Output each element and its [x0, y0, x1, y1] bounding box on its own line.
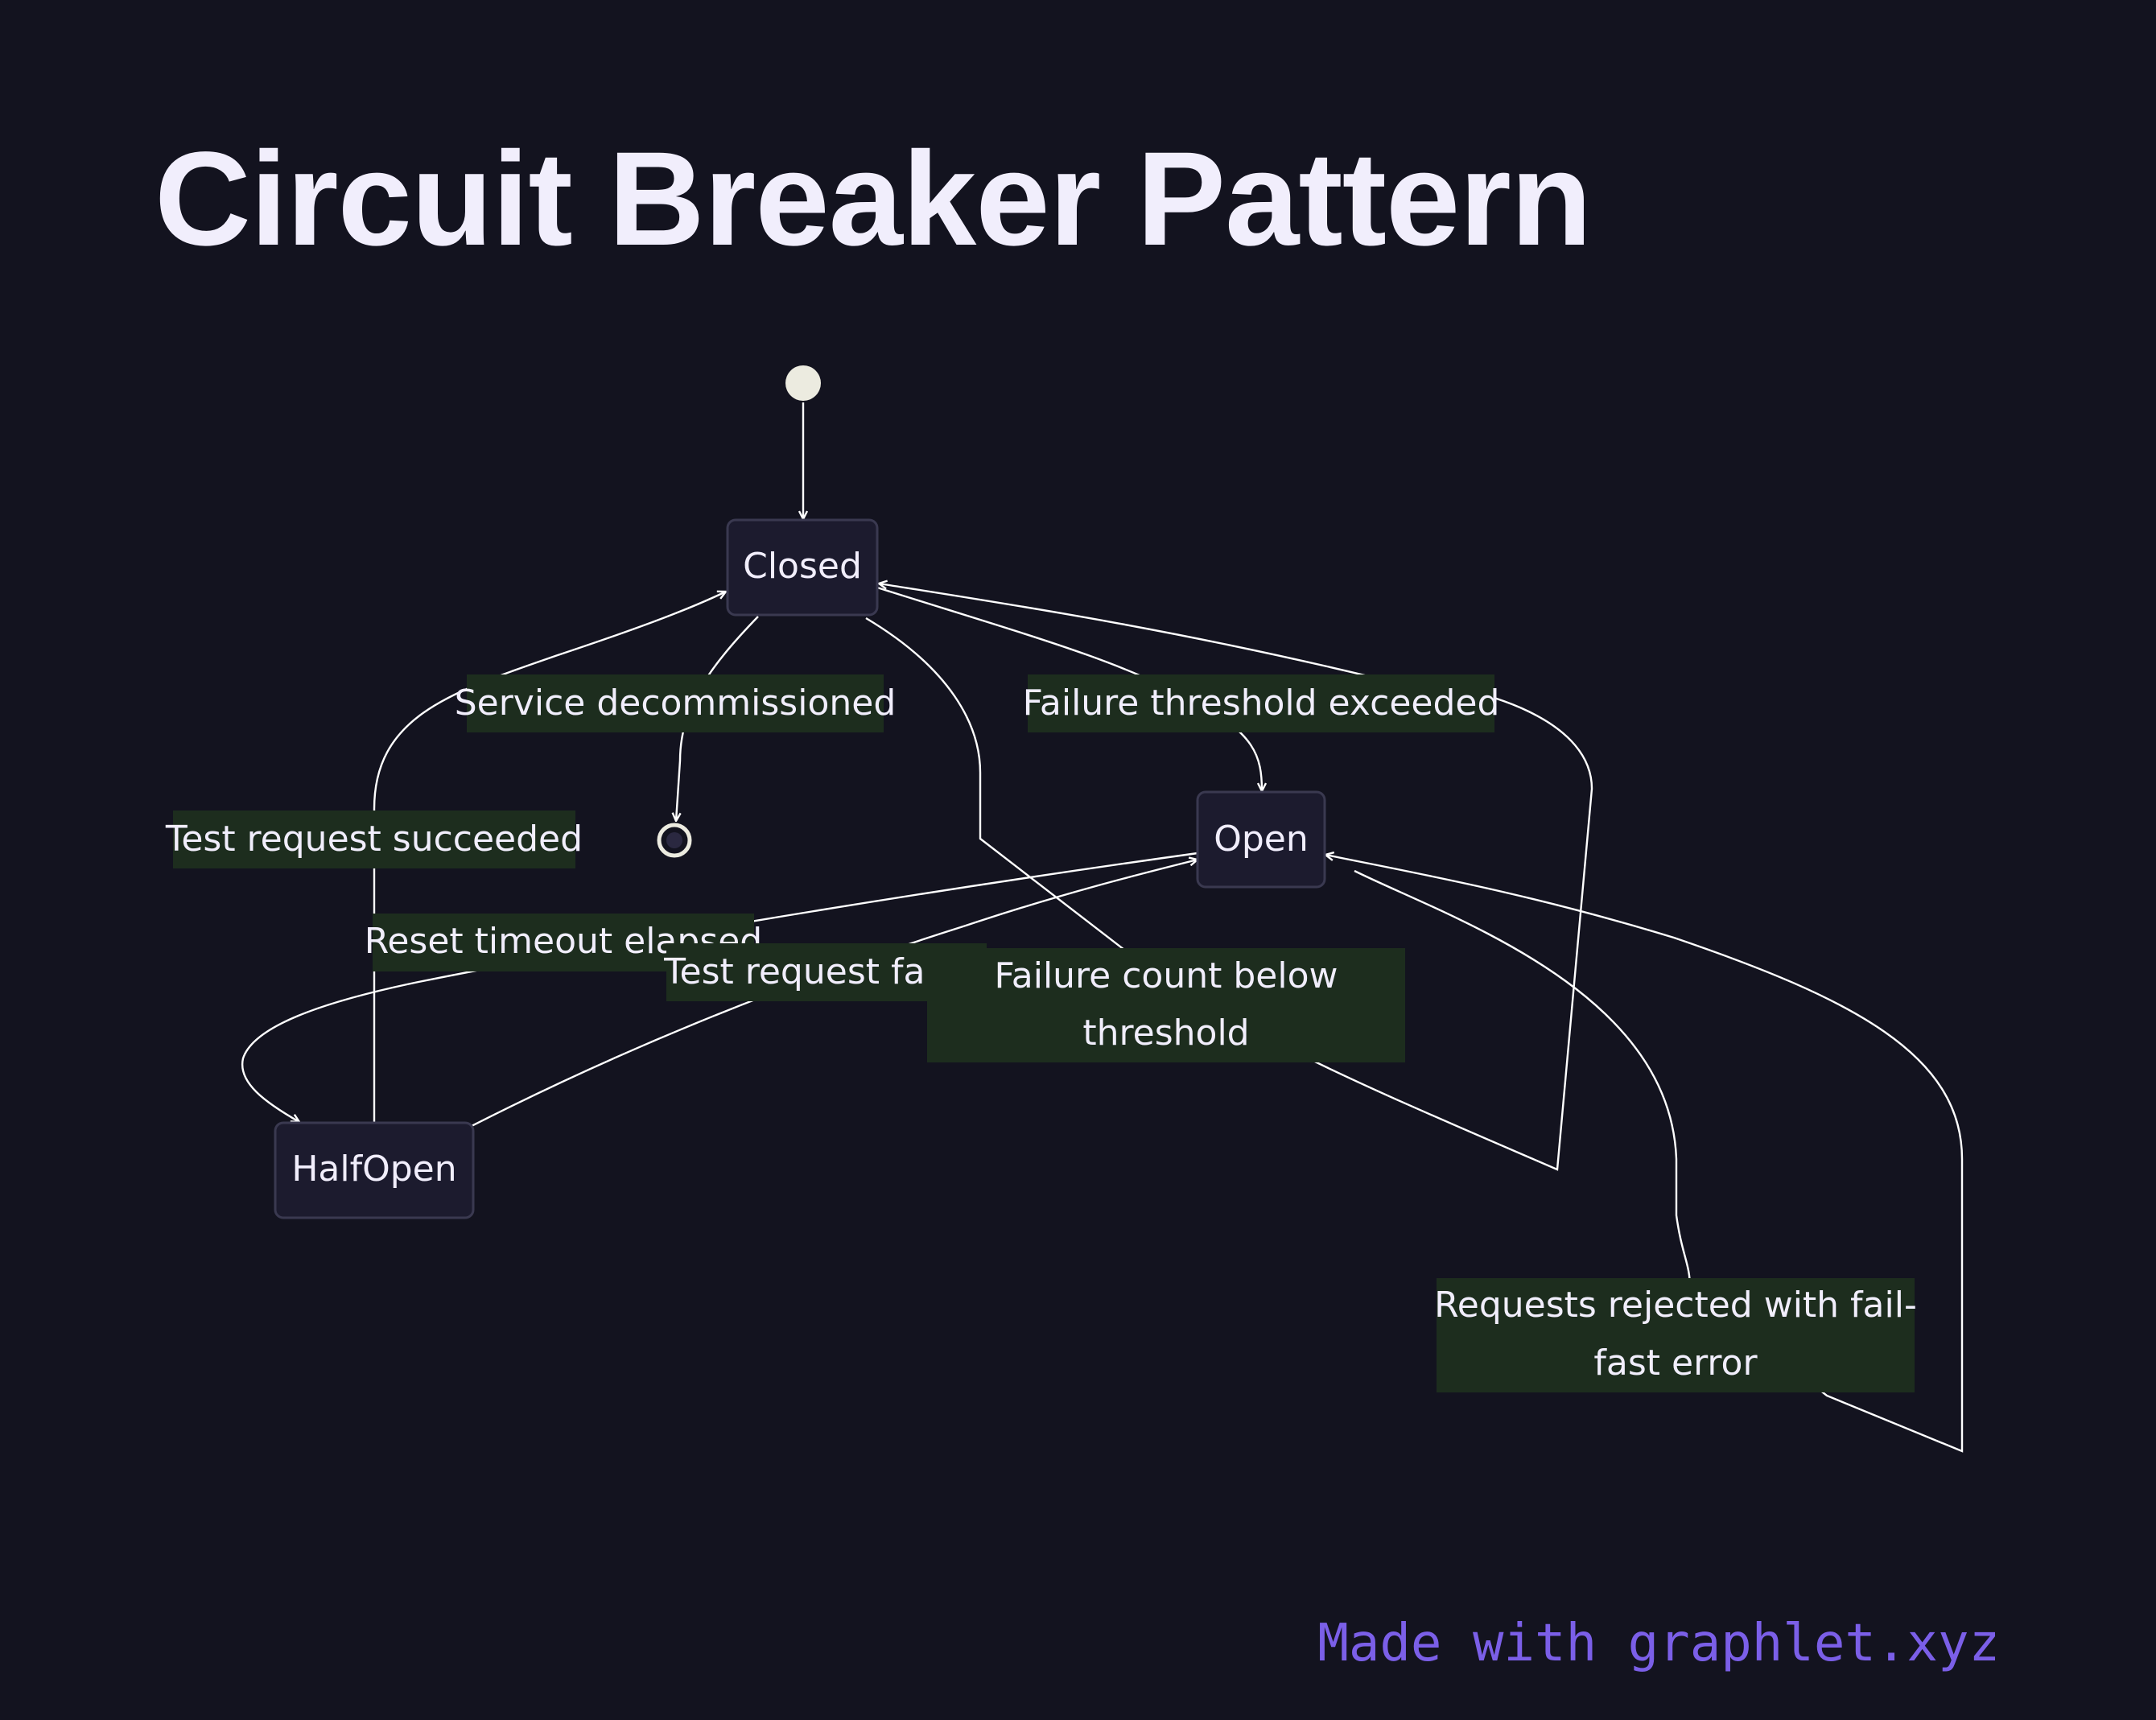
state-open[interactable]: Open — [1196, 790, 1326, 889]
svg-text:threshold: threshold — [1082, 1013, 1249, 1054]
diagram-title: Circuit Breaker Pattern — [155, 125, 1592, 274]
edge-open-self-loop — [1325, 855, 1964, 1453]
svg-text:Test request succeeded: Test request succeeded — [165, 819, 583, 860]
edge-halfopen-to-open — [469, 860, 1198, 1128]
label-failure-threshold-exceeded: Failure threshold exceeded — [1023, 674, 1500, 732]
state-halfopen-label: HalfOpen — [291, 1149, 456, 1190]
edge-halfopen-to-closed — [373, 592, 726, 1123]
label-failure-count-below-threshold: Failure count below threshold — [927, 948, 1405, 1062]
end-state-icon — [657, 823, 692, 858]
state-closed[interactable]: Closed — [726, 518, 879, 617]
edge-closed-self-loop — [865, 584, 1593, 1171]
state-closed-label: Closed — [743, 546, 862, 587]
svg-text:Failure count below: Failure count below — [994, 955, 1338, 996]
svg-text:Requests rejected with fail-: Requests rejected with fail- — [1434, 1285, 1917, 1326]
svg-text:Service decommissioned: Service decommissioned — [455, 683, 897, 724]
label-requests-rejected: Requests rejected with fail- fast error — [1434, 1278, 1917, 1392]
label-test-request-succeeded: Test request succeeded — [165, 811, 583, 868]
start-state-icon — [785, 365, 821, 401]
svg-text:Failure threshold exceeded: Failure threshold exceeded — [1023, 683, 1500, 724]
state-open-label: Open — [1214, 819, 1309, 860]
edge-open-to-halfopen — [241, 852, 1198, 1122]
label-service-decommissioned: Service decommissioned — [455, 674, 897, 732]
state-halfopen[interactable]: HalfOpen — [274, 1121, 475, 1219]
svg-text:fast error: fast error — [1593, 1343, 1758, 1384]
footer-credit: Made with graphlet.xyz — [1317, 1614, 2000, 1673]
